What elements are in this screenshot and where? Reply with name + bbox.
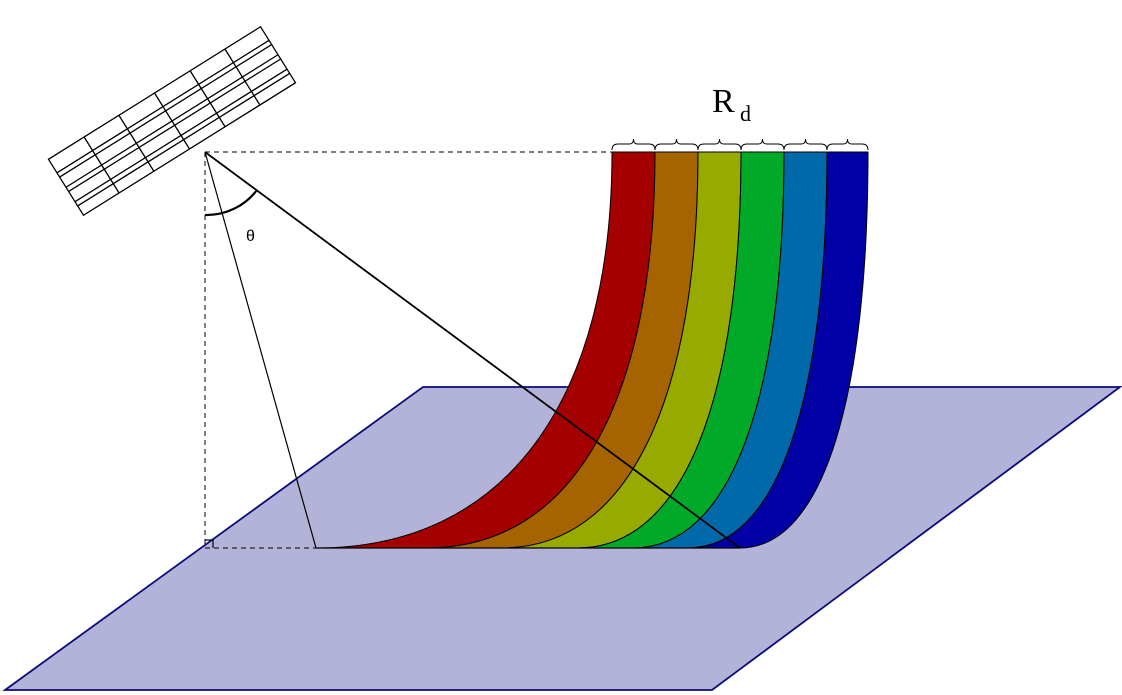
range-label: R (712, 83, 735, 120)
angle-label: θ (246, 228, 255, 245)
geometry-lines (204, 151, 741, 549)
brace-3 (697, 138, 742, 151)
right-angle-marker (205, 539, 214, 548)
brace-5 (783, 138, 828, 151)
far-range-ray (204, 151, 741, 549)
solar-panel-sensor-icon (47, 25, 297, 217)
brace-4 (740, 138, 785, 151)
brace-2 (654, 138, 699, 151)
brace-6 (826, 138, 869, 151)
brace-1 (611, 138, 656, 151)
range-braces (611, 138, 869, 151)
incidence-angle-arc (204, 189, 258, 217)
range-label-subscript: d (740, 101, 751, 126)
near-range-ray (204, 151, 317, 549)
